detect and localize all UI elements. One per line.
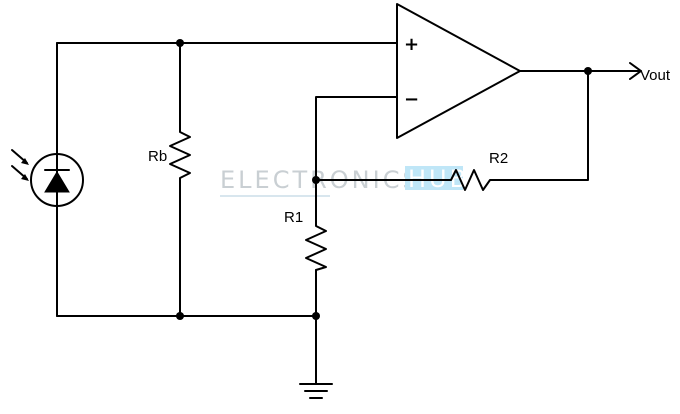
op-amp: + − xyxy=(396,3,521,139)
watermark-hub-badge xyxy=(405,166,463,190)
r2-resistor xyxy=(444,169,494,191)
rb-resistor xyxy=(169,125,191,181)
photodiode xyxy=(11,149,84,207)
r2-wire-right xyxy=(492,70,589,181)
minus-sign: − xyxy=(404,89,419,110)
wires xyxy=(56,42,641,385)
junction-dot xyxy=(176,312,184,320)
r2-label: R2 xyxy=(489,150,508,167)
minus-input-wire xyxy=(315,96,398,221)
output-arrow-icon xyxy=(629,62,642,80)
junction-dot xyxy=(312,176,320,184)
plus-sign: + xyxy=(404,34,419,55)
r1-label: R1 xyxy=(284,209,303,226)
diode-triangle-icon xyxy=(44,171,70,193)
junction-dot xyxy=(312,312,320,320)
light-arrowhead-icon xyxy=(21,158,29,165)
vout-label: Vout xyxy=(640,67,671,84)
light-arrowhead-icon xyxy=(21,174,29,181)
junction-dot xyxy=(176,39,184,47)
junctions xyxy=(176,39,592,320)
op-amp-triangle xyxy=(396,3,521,139)
r1-resistor xyxy=(305,219,327,271)
rb-label: Rb xyxy=(148,148,167,165)
ground-symbol xyxy=(299,383,333,399)
junction-dot xyxy=(584,67,592,75)
